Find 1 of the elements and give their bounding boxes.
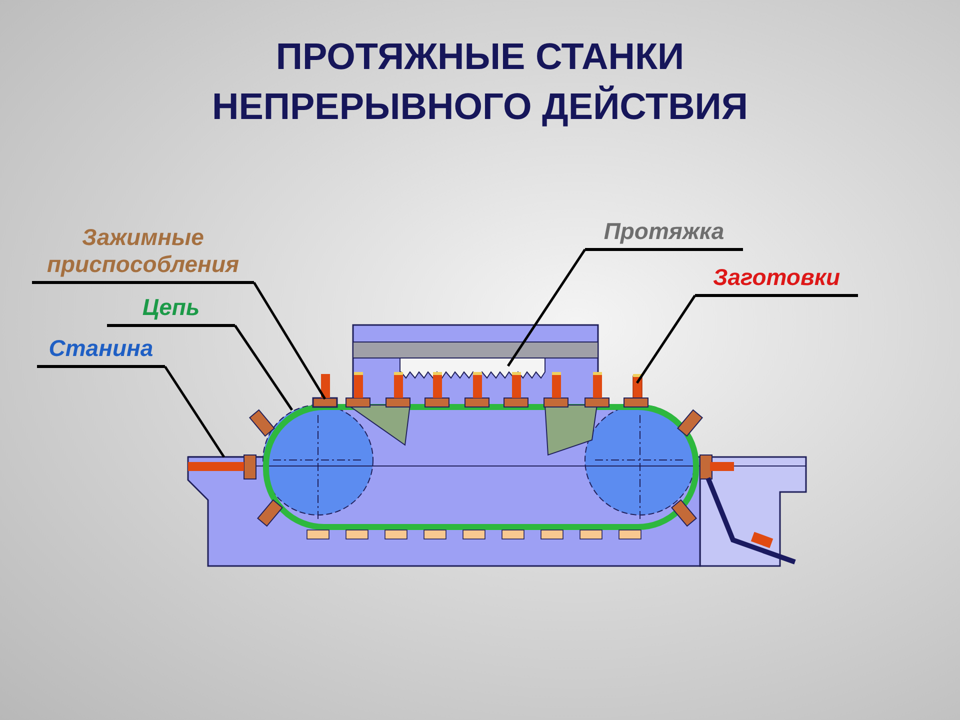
title: ПРОТЯЖНЫЕ СТАНКИ НЕПРЕРЫВНОГО ДЕЙСТВИЯ	[211, 35, 749, 129]
